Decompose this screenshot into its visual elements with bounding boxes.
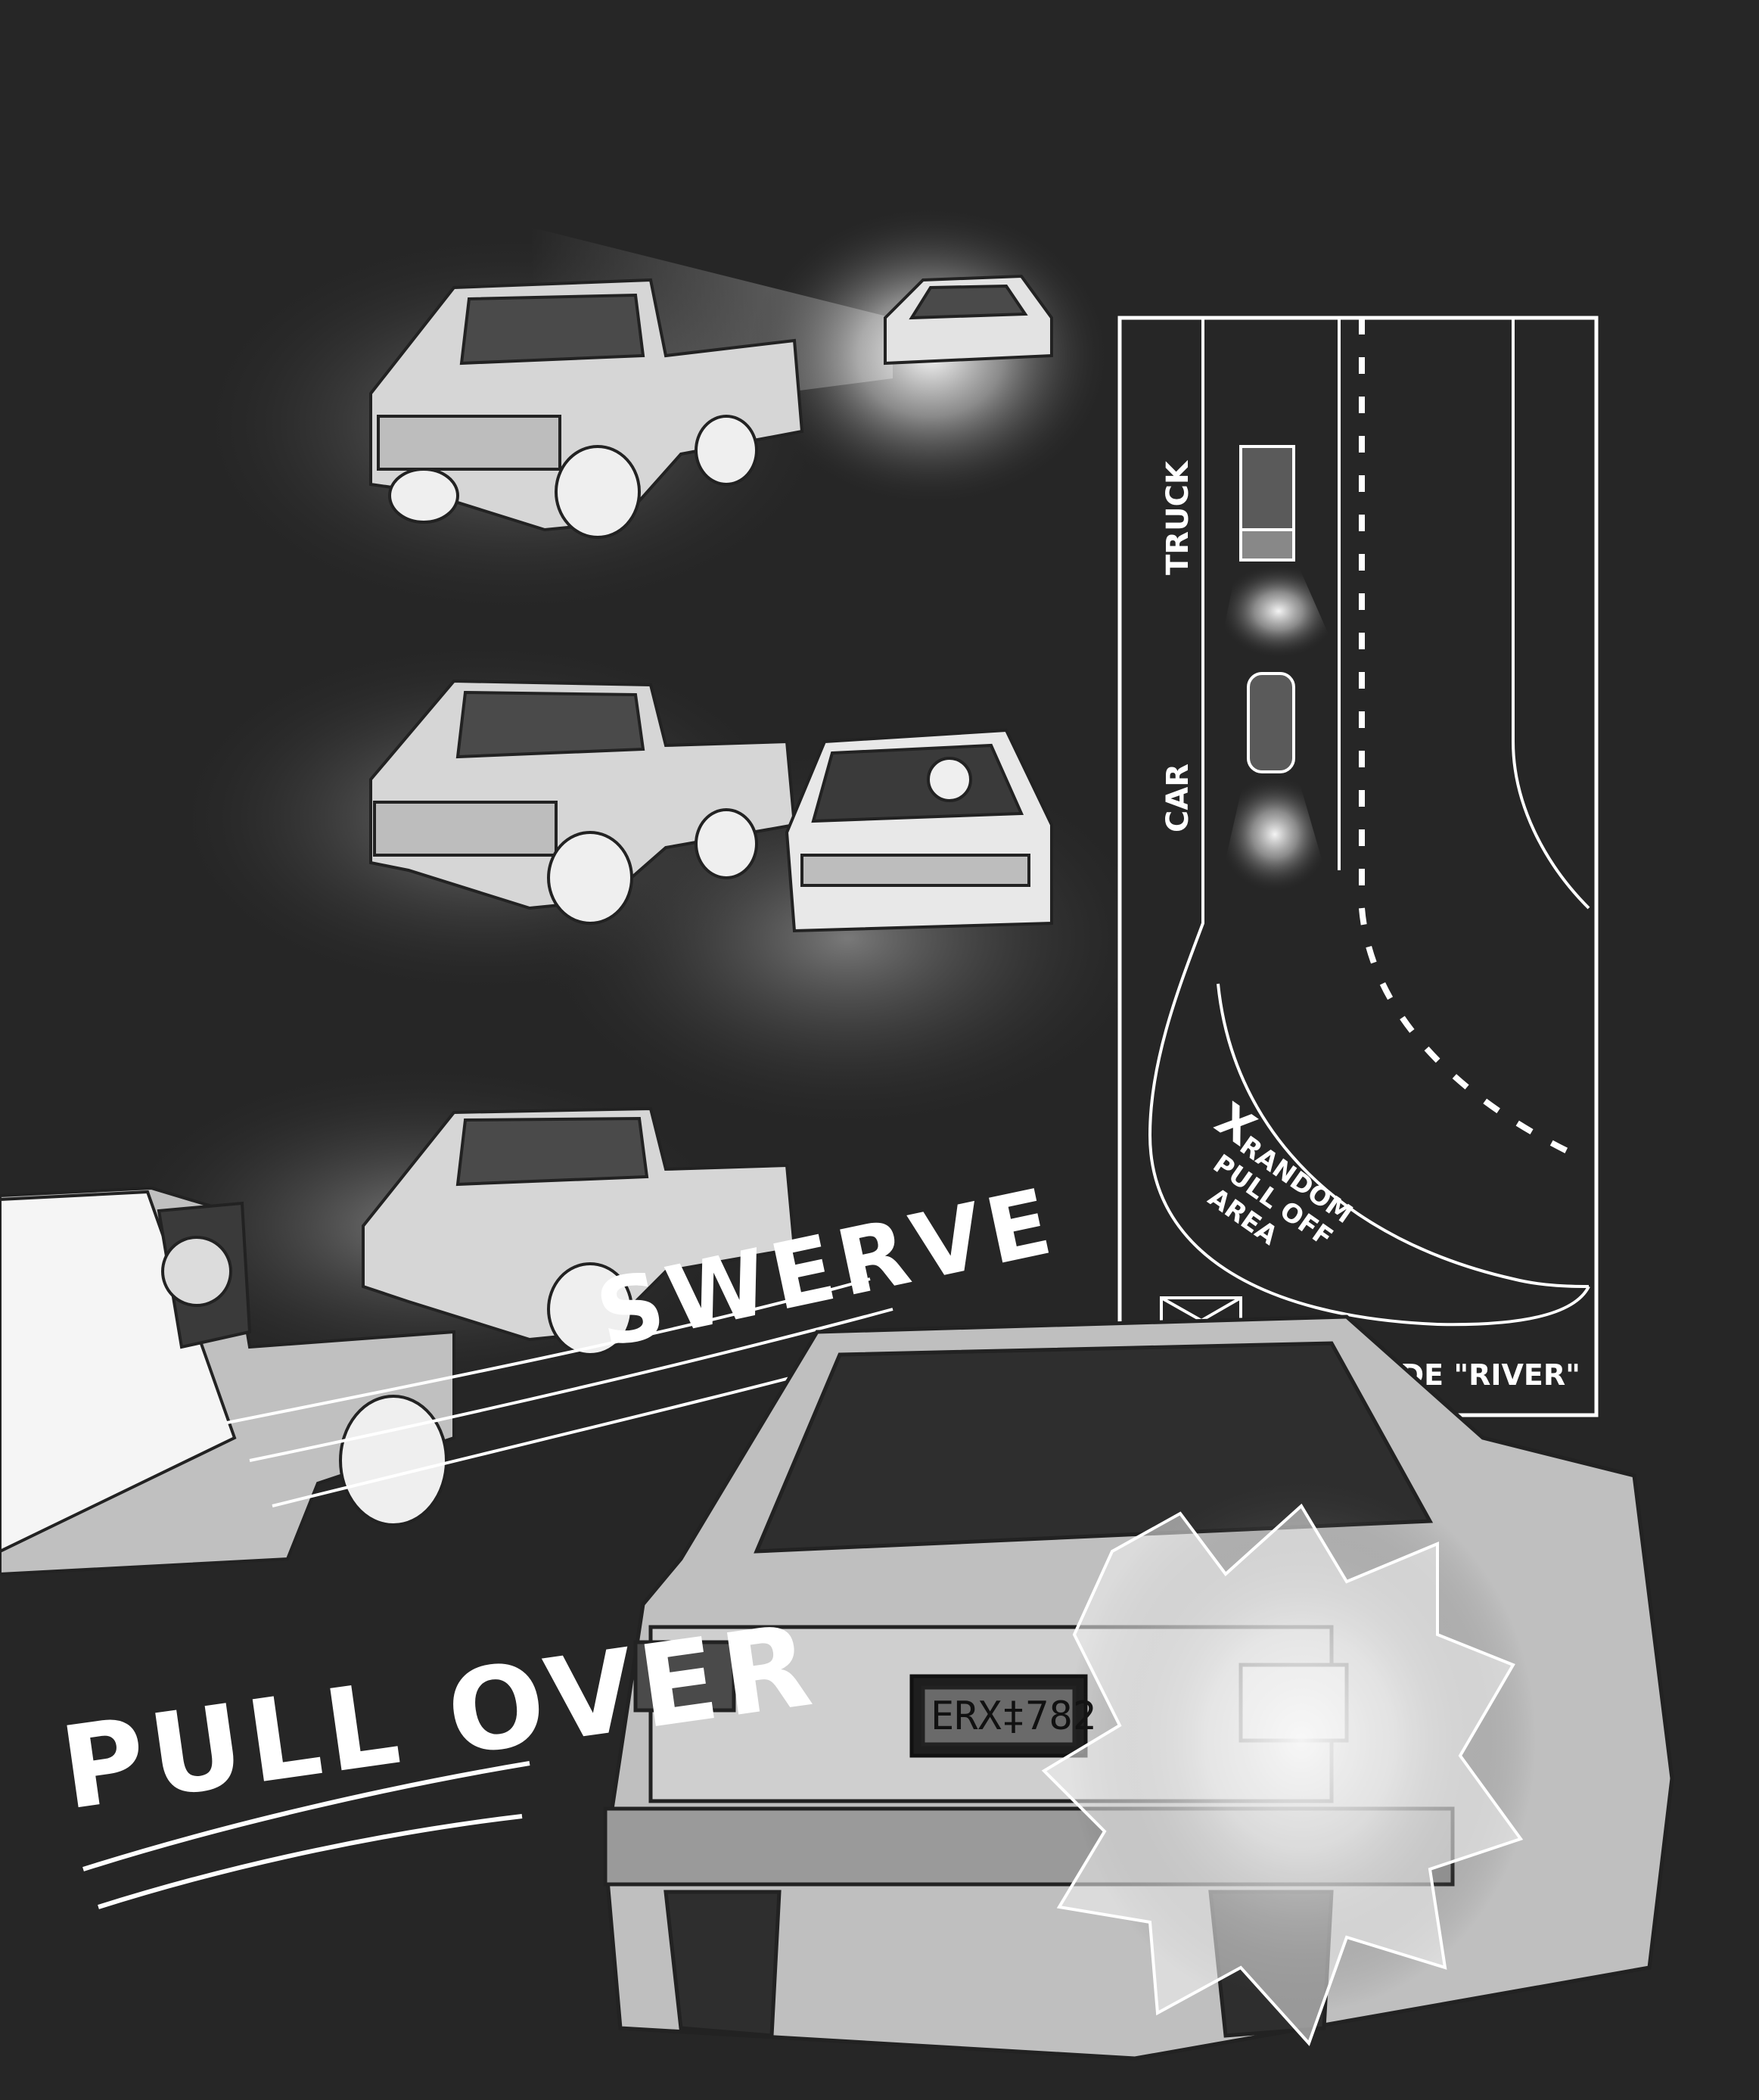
panel-pull-over: ERX‡782 PULL OVER	[54, 1314, 1674, 2061]
map-inset: TRUCK CAR X RANDOM PULL OFF AREA RIO GRA…	[1117, 316, 1599, 1417]
truck-label: TRUCK	[1161, 459, 1195, 575]
road-edge-left	[1148, 318, 1590, 1327]
car-label: CAR	[1161, 764, 1195, 832]
pickup-truck	[369, 679, 797, 925]
driver-face	[161, 1236, 232, 1307]
small-car	[884, 274, 1053, 366]
brake-light-burst	[1041, 1468, 1536, 2046]
pull-over-underline	[82, 1761, 530, 1909]
foreground-car-driver	[0, 1186, 455, 1576]
panel-truck-following	[189, 204, 1112, 621]
pickup-truck	[362, 1106, 797, 1356]
truck-icon	[1218, 445, 1339, 658]
panel-car-cutting-in	[166, 636, 1165, 1135]
car-icon	[1218, 672, 1332, 893]
pull-off-curve	[1217, 983, 1590, 1288]
pickup-truck	[369, 278, 804, 539]
swerving-car	[785, 728, 1053, 933]
road-edge-right	[1512, 318, 1590, 910]
map-frame	[1117, 316, 1599, 1417]
road-center-dashes	[1359, 318, 1583, 1161]
